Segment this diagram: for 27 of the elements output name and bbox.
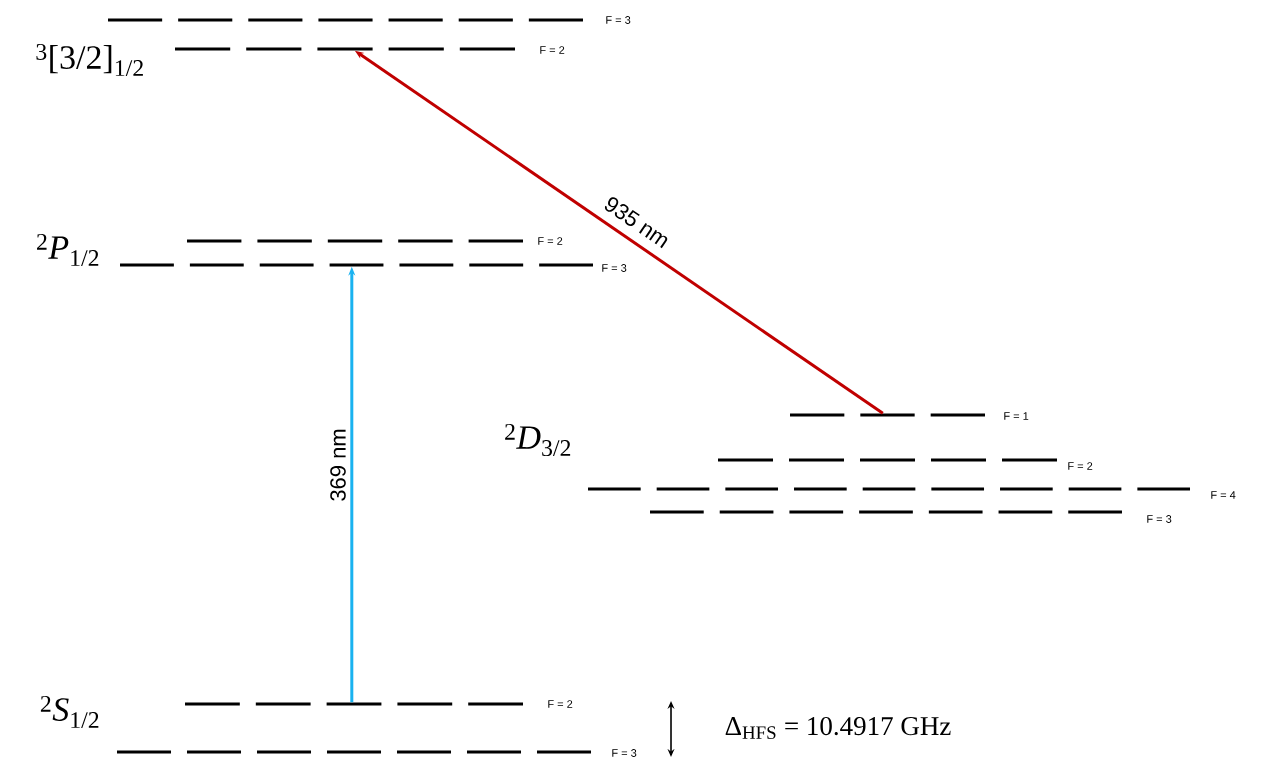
energy-level — [588, 487, 1190, 491]
energy-level — [108, 18, 583, 22]
level-label: F = 3 — [602, 264, 627, 272]
energy-level — [187, 239, 523, 243]
level-label: F = 2 — [1068, 462, 1093, 470]
energy-level — [718, 458, 1057, 462]
energy-level — [790, 413, 985, 417]
level-label: F = 2 — [540, 46, 565, 54]
edge-label: 369 nm — [330, 429, 346, 501]
energy-level — [120, 263, 593, 267]
energy-level — [175, 47, 515, 51]
edge-label: 935 nm — [604, 197, 668, 249]
level-label: F = 2 — [538, 237, 563, 245]
energy-level — [185, 702, 523, 706]
level-label: F = 1 — [1004, 412, 1029, 420]
term-label: $^{2}$P$_{1/2}$ — [37, 233, 99, 267]
energy-level — [117, 750, 591, 754]
term-label: $^{3}$[3/2]$_{1/2}$ — [36, 43, 143, 77]
term-label: Δ$_{HFS}$ = 10.4917 GHz — [725, 716, 951, 740]
term-label: $^{2}$S$_{1/2}$ — [40, 695, 99, 729]
level-label: F = 3 — [606, 16, 631, 24]
energy-level — [650, 510, 1122, 514]
level-label: F = 4 — [1211, 491, 1236, 499]
level-label: F = 3 — [612, 749, 637, 757]
level-label: F = 3 — [1147, 515, 1172, 523]
term-label: $^{2}$D$_{3/2}$ — [505, 423, 571, 457]
level-label: F = 2 — [548, 700, 573, 708]
